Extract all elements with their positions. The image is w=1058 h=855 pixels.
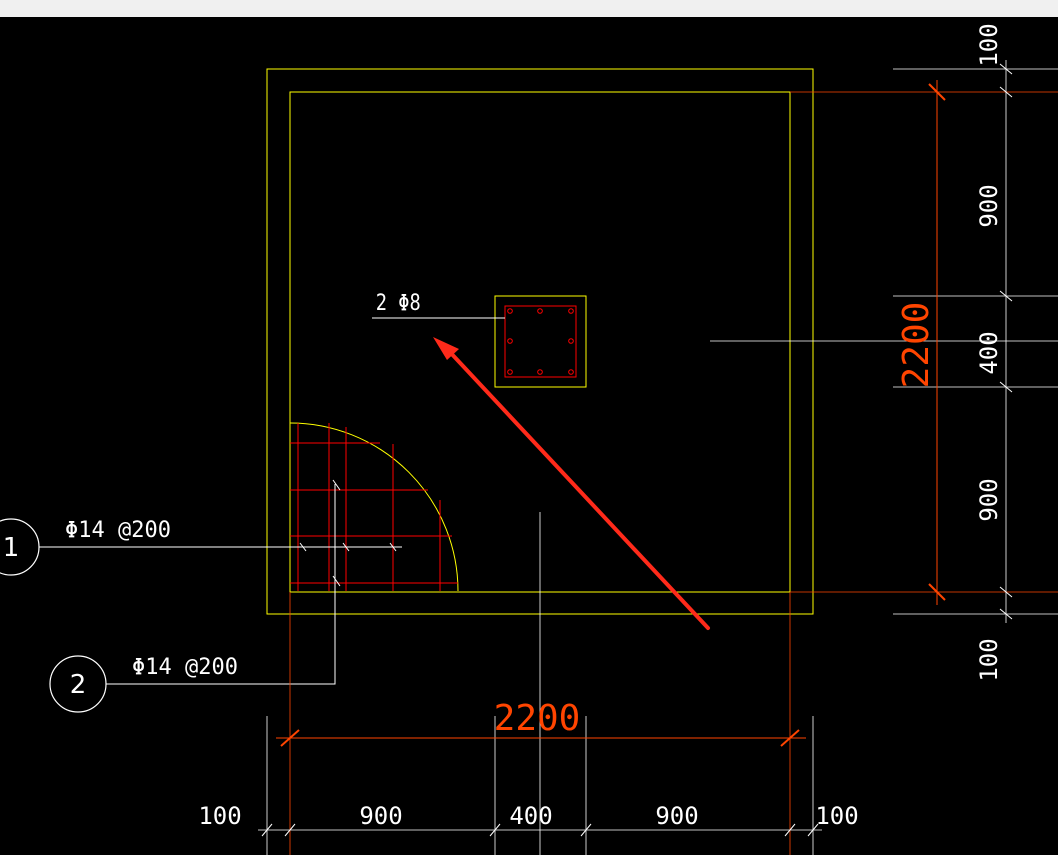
dim-h-d5: 100 [815,802,858,830]
bar2-label: Φ14 @200 [132,655,238,680]
callout-number-1: 1 [3,533,20,563]
column-bar [568,369,574,375]
column-bar [537,308,543,314]
mesh-tick [332,575,341,587]
column-outline [494,295,587,388]
dim-v-overall: 2200 [896,302,937,389]
dim-v-d2: 900 [975,184,1003,227]
dim-h-d1: 100 [198,802,241,830]
dimension-horizontal: 2200 100 900 400 900 100 [198,592,859,855]
callout-number-2: 2 [70,670,87,700]
mesh-tick [332,479,341,491]
column-bar [507,308,513,314]
bar1-label: Φ14 @200 [65,518,171,543]
dim-v-d3: 400 [975,331,1003,374]
column-section [494,295,587,388]
column-bar-label: 2 Φ8 [376,290,421,316]
dim-h-d4: 900 [655,802,698,830]
top-toolbar-strip [0,0,1058,17]
callout-leader-1-tick [389,542,397,552]
dim-h-d2: 900 [359,802,402,830]
column-stirrup [504,305,577,378]
callout-leader-2 [106,484,336,685]
dimension-vertical: 2200 100 900 400 900 100 [790,23,1058,682]
column-bar [507,338,513,344]
column-bar [537,369,543,375]
rebar-mesh-quarter [289,422,459,592]
column-bar [568,338,574,344]
cad-drawing-canvas[interactable]: 2 Φ8 1 Φ14 @200 2 Φ14 @200 [0,17,1058,855]
dim-h-d3: 400 [509,802,552,830]
callout-leader-1-tick [299,542,307,552]
annotation-arrow [433,337,710,630]
dim-v-d5: 100 [975,638,1003,681]
dim-h-overall: 2200 [494,698,581,739]
dim-v-d4: 900 [975,478,1003,521]
mesh-arc [289,422,459,592]
callout-leader-1-tick [342,542,350,552]
column-bar [568,308,574,314]
dim-v-d1: 100 [975,23,1003,66]
column-bar [507,369,513,375]
